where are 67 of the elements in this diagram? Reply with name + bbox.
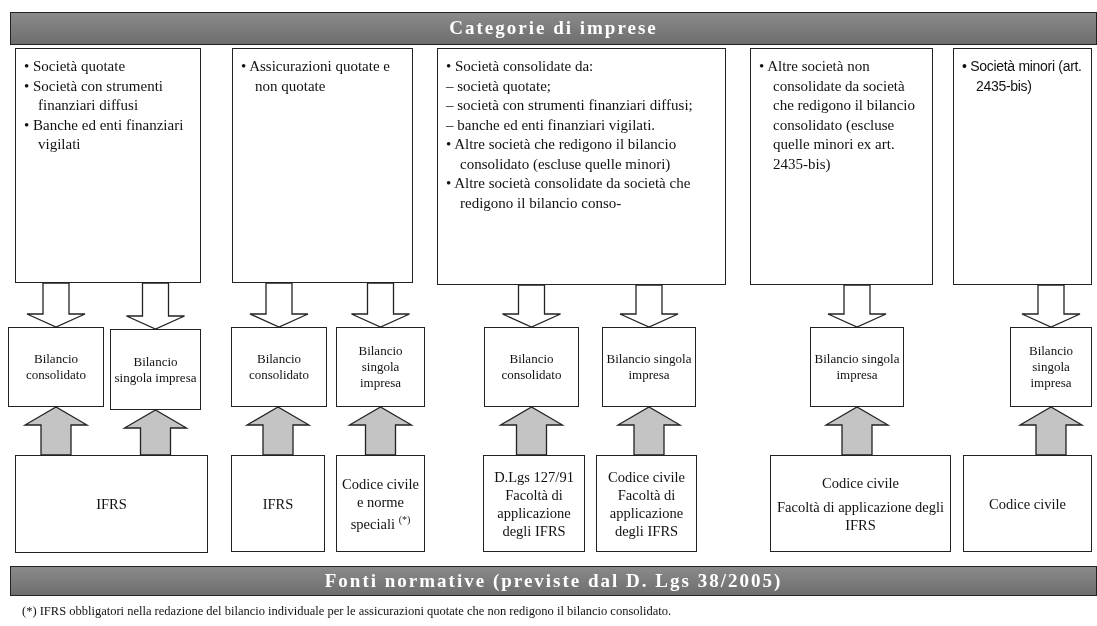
box-text: Bilancio consolidato — [25, 351, 87, 383]
box-text: • Altre società che redigono il bilancio consolidato (escluse quelle minori) — [446, 135, 678, 174]
box-text: IFRS — [96, 495, 127, 513]
box-text: – società quotate; — [446, 76, 552, 96]
statement-box — [110, 329, 201, 410]
category-box — [15, 48, 201, 283]
statement-box — [8, 327, 104, 407]
block-arrow — [615, 406, 683, 456]
block-arrow — [249, 282, 309, 328]
block-arrow — [244, 406, 312, 456]
block-arrow — [122, 409, 189, 456]
statement-box — [336, 327, 425, 407]
category-box — [953, 48, 1092, 285]
source-box — [770, 455, 951, 552]
box-text: Bilancio consolidato — [500, 351, 563, 383]
block-arrow — [498, 406, 565, 456]
source-box — [963, 455, 1092, 552]
footnote: (*) IFRS obbligatori nella redazione del bilancio individuale per le assicurazioni quotate che non redigono il bilancio consolidato. — [22, 604, 672, 619]
box-text: – banche ed enti finanziari vigilati. — [446, 115, 657, 135]
category-box — [750, 48, 933, 285]
box-text: • Società minori (art. 2435-bis) — [962, 57, 1083, 96]
box-text: – società con strumenti finanziari diffusi; — [446, 96, 694, 115]
block-arrow — [1017, 406, 1085, 456]
box-text: Bilancio singola impresa — [606, 351, 692, 383]
statement-box — [810, 327, 904, 407]
block-arrow — [1021, 284, 1081, 328]
box-text: • Assicurazioni quotate e non quotate — [241, 57, 391, 96]
block-arrow — [347, 406, 414, 456]
box-text: Codice civile — [989, 494, 1066, 513]
statement-box — [231, 327, 327, 407]
box-text: • Società quotate — [24, 57, 127, 76]
category-box — [437, 48, 726, 285]
statement-box — [602, 327, 696, 407]
box-text: Bilancio singola impresa — [357, 343, 404, 391]
box-text: Codice civile Facoltà di applicazione degli IFRS — [607, 467, 686, 540]
source-box — [596, 455, 697, 552]
block-arrow — [26, 282, 86, 328]
block-arrow — [823, 406, 891, 456]
source-box — [231, 455, 325, 552]
block-arrow — [619, 284, 679, 328]
box-text: IFRS — [262, 494, 294, 513]
statement-box — [484, 327, 579, 407]
box-text: D.Lgs 127/91 Facoltà di applicazione degli IFRS — [493, 467, 575, 540]
source-box — [15, 455, 208, 553]
box-text: • Società consolidate da: — [446, 57, 595, 76]
box-text: Bilancio singola impresa — [1027, 343, 1074, 391]
box-text: • Altre società consolidate da società che redigono il bilancio conso- — [446, 174, 692, 213]
block-arrow — [22, 406, 90, 456]
source-box — [336, 455, 425, 552]
box-text: • Altre società non consolidate da società che redigono il bilancio consolidato (escluse quelle minori ex art. 2435-bis) — [759, 57, 917, 174]
box-text: Facoltà di applicazione degli IFRS — [775, 497, 946, 534]
title-banner: Categorie di imprese — [10, 12, 1097, 45]
box-text: Bilancio consolidato — [248, 351, 310, 383]
block-arrow — [125, 282, 186, 330]
box-text: Codice civile e norme speciali $^{(*)}$ — [341, 474, 420, 533]
box-text: • Banche ed enti finanziari vigilati — [24, 115, 185, 154]
footer-banner: Fonti normative (previste dal D. Lgs 38/2005) — [10, 566, 1097, 596]
block-arrow — [827, 284, 887, 328]
box-text: • Società con strumenti finanziari diffusi — [24, 76, 164, 115]
box-text: Codice civile — [822, 473, 899, 492]
block-arrow — [350, 282, 411, 328]
statement-box — [1010, 327, 1092, 407]
source-box — [483, 455, 585, 552]
category-box — [232, 48, 413, 283]
box-text: Bilancio singola impresa — [114, 353, 197, 386]
box-text: Bilancio singola impresa — [814, 351, 900, 383]
block-arrow — [501, 284, 562, 328]
